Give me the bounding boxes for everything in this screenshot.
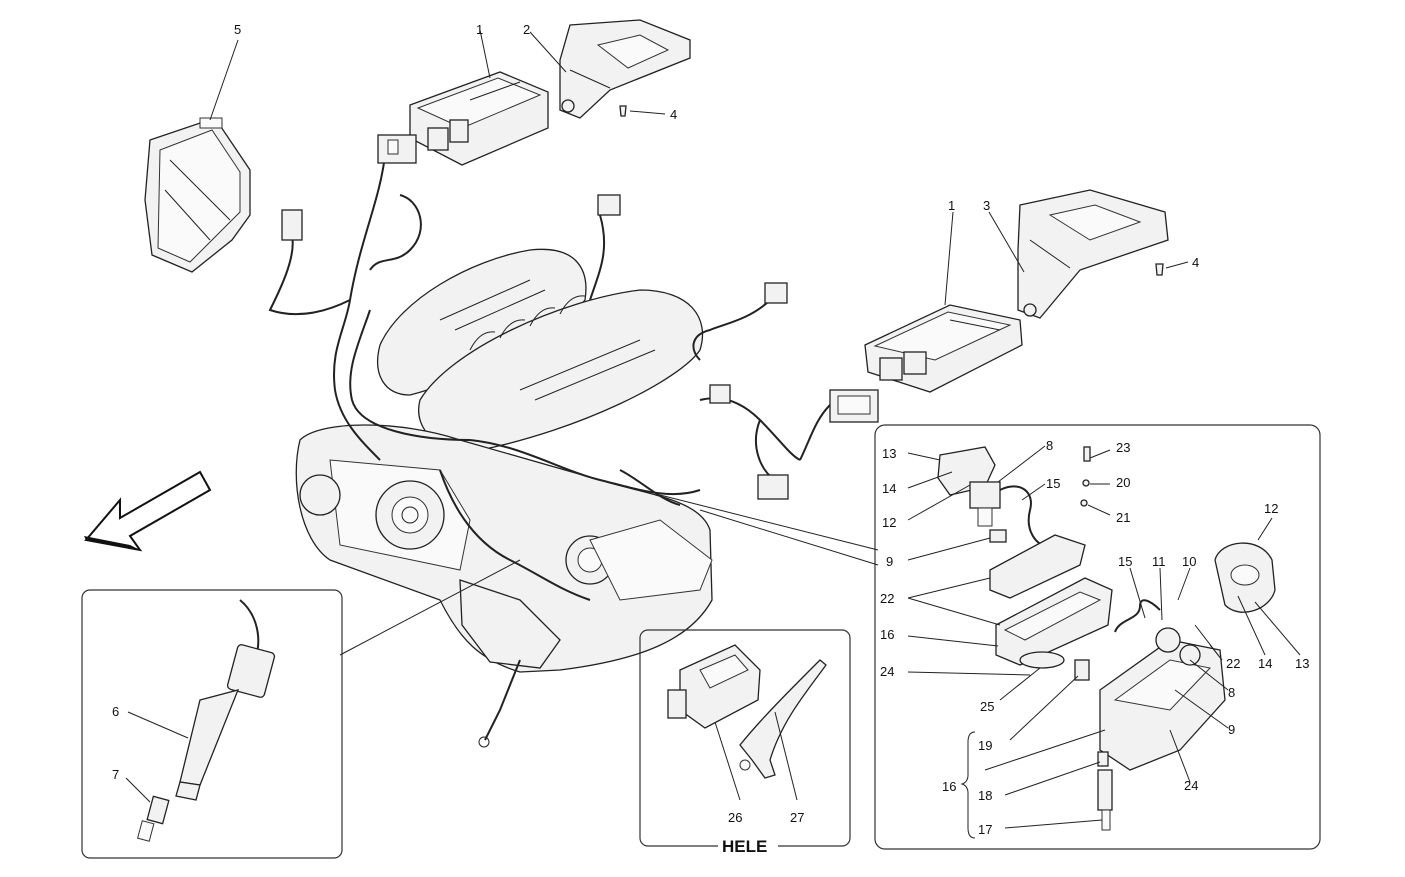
callout-24-left: 24 bbox=[880, 664, 894, 679]
leader-line bbox=[1089, 449, 1111, 459]
callout-1-right: 1 bbox=[948, 198, 955, 213]
leader-line bbox=[1129, 567, 1146, 619]
callout-5: 5 bbox=[234, 22, 241, 37]
engine-assembly bbox=[295, 248, 713, 748]
leader-line bbox=[907, 577, 991, 599]
leader-line bbox=[1021, 483, 1046, 501]
callout-18: 18 bbox=[978, 788, 992, 803]
leader-line bbox=[714, 721, 741, 801]
callout-9-bottom: 9 bbox=[1228, 722, 1235, 737]
callout-16-top: 16 bbox=[880, 627, 894, 642]
callout-6: 6 bbox=[112, 704, 119, 719]
leader-line bbox=[1237, 595, 1266, 656]
leader-line bbox=[1257, 517, 1273, 541]
hele-label: HELE bbox=[722, 837, 767, 856]
leader-line bbox=[988, 211, 1025, 273]
leader-line bbox=[1004, 819, 1103, 829]
leader-line bbox=[907, 452, 941, 461]
leader-line bbox=[1177, 567, 1191, 601]
leader-line bbox=[1169, 729, 1191, 783]
leader-line bbox=[1159, 567, 1163, 621]
callout-3: 3 bbox=[983, 198, 990, 213]
leader-line bbox=[907, 597, 1001, 626]
leader-line bbox=[944, 211, 954, 306]
leader-line bbox=[774, 711, 798, 801]
leader-line bbox=[999, 667, 1041, 701]
leader-line bbox=[907, 635, 999, 647]
leader-line bbox=[125, 777, 151, 803]
bracket-3-right bbox=[1017, 189, 1169, 319]
callout-14-right: 14 bbox=[1258, 656, 1272, 671]
fuel-detail-inset bbox=[659, 424, 1321, 850]
leader-line bbox=[907, 671, 1031, 676]
callout-13-left: 13 bbox=[882, 446, 896, 461]
leader-line bbox=[529, 31, 567, 73]
leader-line bbox=[1165, 261, 1189, 269]
callout-12-left: 12 bbox=[882, 515, 896, 530]
callout-16-bracket: 16 bbox=[942, 779, 956, 794]
callout-26: 26 bbox=[728, 810, 742, 825]
front-direction-arrow bbox=[84, 470, 212, 552]
leader-line bbox=[1004, 761, 1101, 796]
callout-22-left: 22 bbox=[880, 591, 894, 606]
callout-17: 17 bbox=[978, 822, 992, 837]
callout-8-bottom: 8 bbox=[1228, 685, 1235, 700]
callout-12-right: 12 bbox=[1264, 501, 1278, 516]
callout-7: 7 bbox=[112, 767, 119, 782]
callout-4-right: 4 bbox=[1192, 255, 1199, 270]
leader-line bbox=[907, 537, 991, 561]
leader-line bbox=[1087, 504, 1111, 516]
ecu-1-top bbox=[409, 71, 549, 166]
bracket-2-top bbox=[559, 19, 691, 119]
callout-21: 21 bbox=[1116, 510, 1130, 525]
leader-line bbox=[209, 39, 239, 121]
callout-25: 25 bbox=[980, 699, 994, 714]
leader-line bbox=[1009, 675, 1079, 741]
callout-10: 10 bbox=[1182, 554, 1196, 569]
screw-4-right bbox=[1155, 263, 1164, 276]
leader-line bbox=[984, 729, 1106, 771]
leader-line bbox=[479, 29, 491, 79]
callout-2: 2 bbox=[523, 22, 530, 37]
leader-line bbox=[1189, 659, 1229, 691]
ignition-coil-inset bbox=[81, 559, 521, 859]
leader-line bbox=[1254, 601, 1301, 656]
callout-9-left: 9 bbox=[886, 554, 893, 569]
screw-4-top bbox=[619, 105, 627, 117]
leader-line bbox=[907, 471, 953, 489]
ecu-1-right bbox=[864, 304, 1023, 393]
leader-line bbox=[1209, 644, 1223, 661]
callout-13-right: 13 bbox=[1295, 656, 1309, 671]
callout-27: 27 bbox=[790, 810, 804, 825]
leader-line bbox=[629, 110, 666, 115]
callout-20: 20 bbox=[1116, 475, 1130, 490]
leader-line bbox=[907, 484, 971, 521]
callout-24-bottom: 24 bbox=[1184, 778, 1198, 793]
callout-1-top: 1 bbox=[476, 22, 483, 37]
control-module-5 bbox=[144, 117, 251, 273]
callout-8-top: 8 bbox=[1046, 438, 1053, 453]
callout-14-left: 14 bbox=[882, 481, 896, 496]
callout-19: 19 bbox=[978, 738, 992, 753]
leader-line bbox=[127, 711, 189, 739]
hele-inset bbox=[639, 629, 851, 856]
callout-11: 11 bbox=[1152, 554, 1166, 569]
wiring-harness bbox=[268, 134, 879, 601]
callout-23: 23 bbox=[1116, 440, 1130, 455]
callout-15-right: 15 bbox=[1118, 554, 1132, 569]
leader-line bbox=[1174, 689, 1229, 729]
callout-labels: 5 1 2 4 1 3 4 6 7 26 27 HELE 13 14 12 8 … bbox=[112, 22, 1309, 856]
leader-line bbox=[997, 445, 1046, 483]
callout-15-top: 15 bbox=[1046, 476, 1060, 491]
callout-4-top: 4 bbox=[670, 107, 677, 122]
callout-22-right: 22 bbox=[1226, 656, 1240, 671]
